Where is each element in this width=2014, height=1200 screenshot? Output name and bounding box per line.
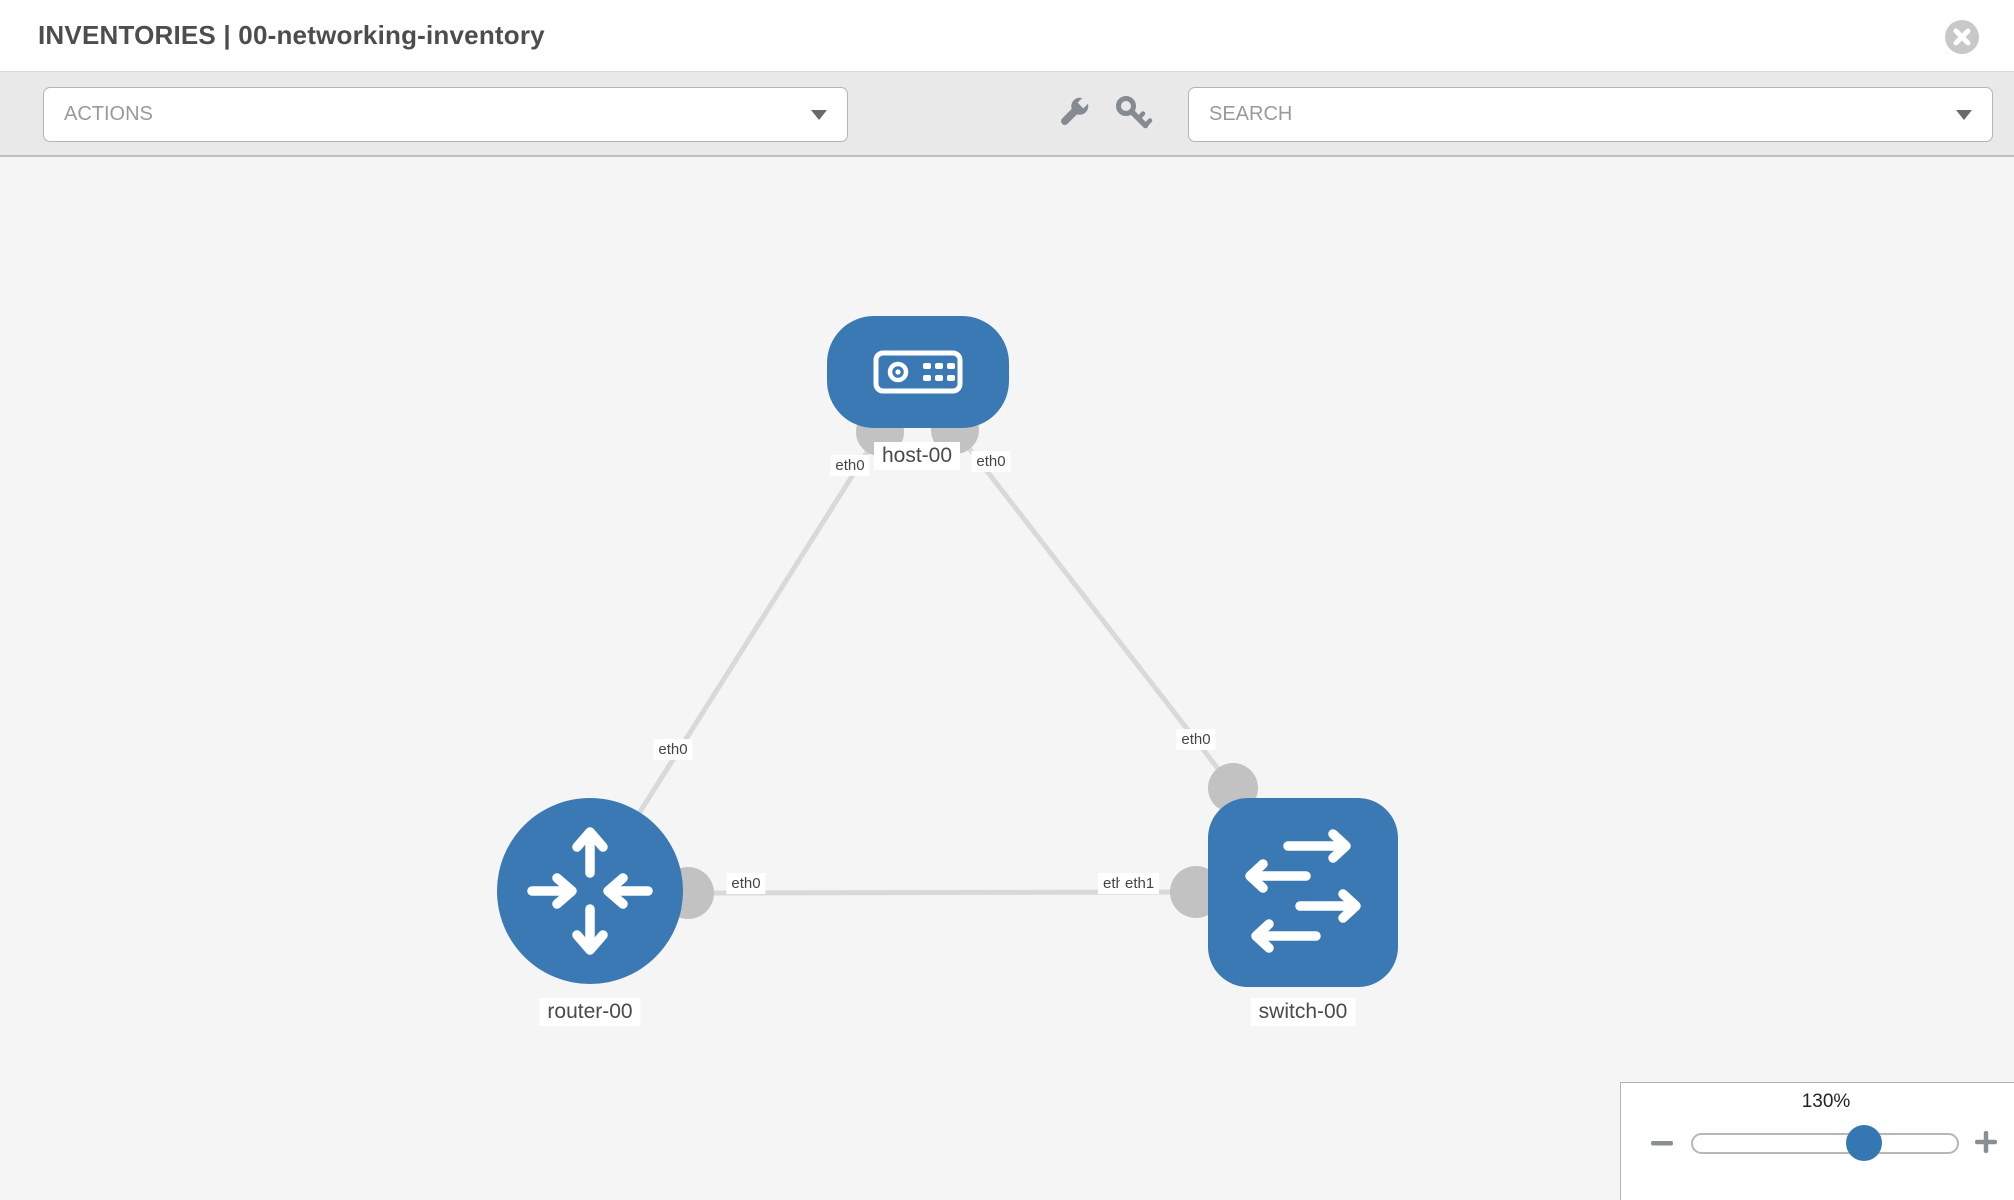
wrench-icon[interactable] bbox=[1050, 92, 1094, 136]
plus-icon bbox=[1975, 1131, 1997, 1153]
node-label-switch: switch-00 bbox=[1250, 998, 1356, 1026]
actions-dropdown-label: ACTIONS bbox=[64, 103, 153, 125]
chevron-down-icon bbox=[1956, 109, 1972, 120]
router-icon bbox=[527, 827, 653, 955]
link-host-switch bbox=[953, 428, 1235, 790]
interface-label-host-eth0-right: eth0 bbox=[971, 451, 1011, 472]
close-icon bbox=[1945, 20, 1979, 54]
interface-label-host-eth0-left: eth0 bbox=[830, 455, 870, 476]
zoom-level: 130% bbox=[1801, 1091, 1851, 1112]
zoom-slider-thumb[interactable] bbox=[1846, 1125, 1882, 1161]
topology-canvas[interactable]: host-00 router-00 switch-00 eth0 eth0 et… bbox=[0, 157, 2014, 1200]
minus-icon bbox=[1651, 1141, 1673, 1146]
zoom-in-button[interactable] bbox=[1974, 1130, 1998, 1154]
node-router[interactable] bbox=[497, 798, 683, 984]
interface-label-router-eth0: eth0 bbox=[726, 873, 766, 894]
search-dropdown[interactable]: SEARCH bbox=[1188, 87, 1993, 142]
chevron-down-icon bbox=[811, 109, 827, 120]
actions-dropdown[interactable]: ACTIONS bbox=[43, 87, 848, 142]
node-label-router: router-00 bbox=[539, 998, 641, 1026]
zoom-out-button[interactable] bbox=[1650, 1131, 1674, 1155]
node-host[interactable] bbox=[827, 316, 1009, 428]
page-header: INVENTORIES | 00-networking-inventory bbox=[0, 0, 2014, 72]
interface-label-router-eth0-uplink: eth0 bbox=[653, 739, 693, 760]
search-dropdown-label: SEARCH bbox=[1209, 103, 1293, 125]
node-label-host: host-00 bbox=[873, 442, 961, 470]
interface-label-switch-eth1: eth1 bbox=[1120, 873, 1160, 894]
toolbar: ACTIONS SEARCH bbox=[0, 72, 2014, 157]
close-button[interactable] bbox=[1944, 19, 1980, 55]
key-icon[interactable] bbox=[1112, 92, 1156, 136]
node-switch[interactable] bbox=[1208, 798, 1398, 987]
zoom-panel: 130% bbox=[1620, 1082, 2014, 1200]
host-icon bbox=[873, 350, 963, 394]
switch-icon bbox=[1245, 829, 1361, 953]
interface-label-switch-eth0-uplink: eth0 bbox=[1176, 729, 1216, 750]
zoom-slider-track[interactable] bbox=[1691, 1133, 1959, 1154]
page-title: INVENTORIES | 00-networking-inventory bbox=[38, 20, 545, 50]
